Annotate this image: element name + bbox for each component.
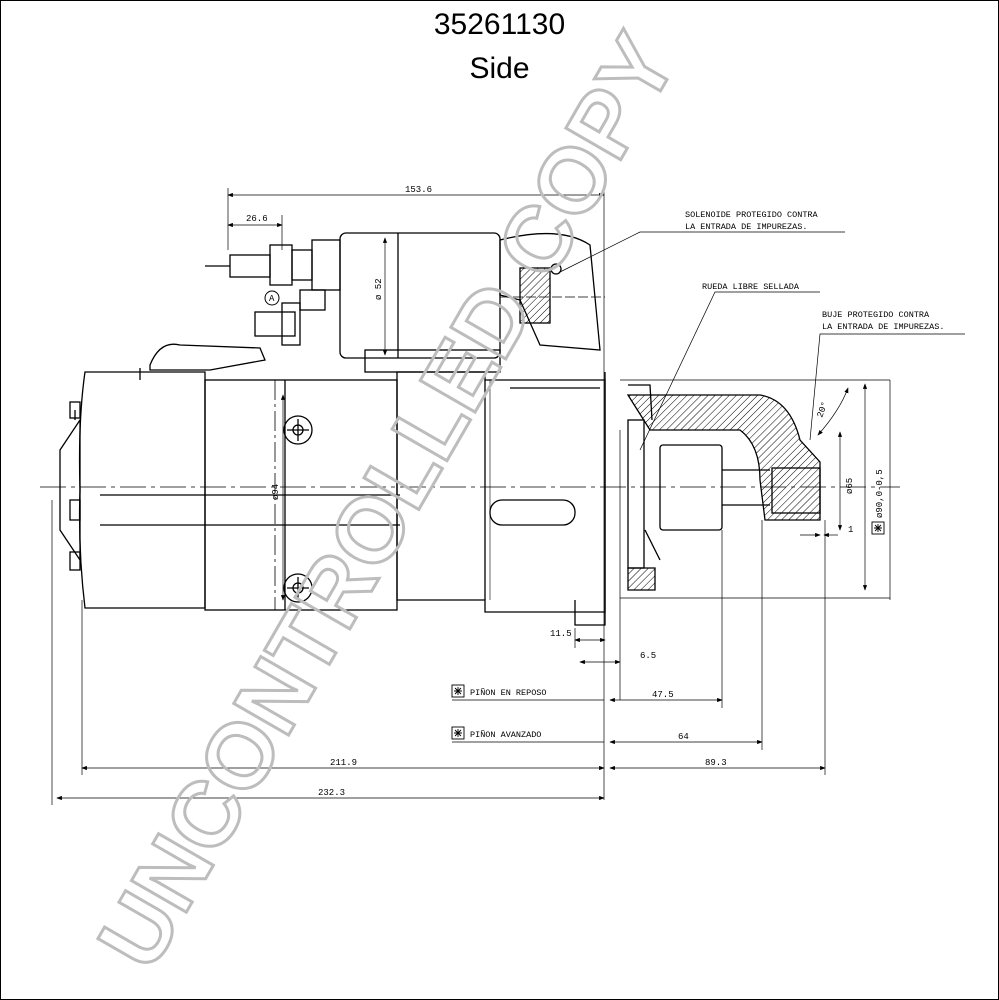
dim-angle: 20°	[815, 400, 830, 419]
dim-64: 64	[678, 732, 689, 742]
rear-cap	[78, 371, 206, 609]
dim-232-3: 232.3	[318, 788, 345, 798]
pinion-tip	[771, 467, 821, 514]
dim-dia-52: ø 52	[374, 278, 384, 300]
terminal-bottom	[254, 311, 296, 337]
rear-bolt-top	[69, 401, 81, 419]
pinion	[659, 444, 723, 531]
dim-47-5: 47.5	[652, 690, 674, 700]
dim-11-5: 11.5	[550, 629, 572, 639]
rear-end-piece	[59, 417, 81, 563]
note-buje-line2: LA ENTRADA DE IMPUREZAS.	[822, 322, 944, 332]
dim-1: 1	[848, 525, 853, 535]
screw-head-icon	[283, 415, 313, 445]
wire-loop	[149, 343, 266, 371]
dimension-lines	[51, 188, 965, 805]
part-number: 35261130	[433, 8, 566, 41]
starter-outline	[40, 232, 900, 626]
dim-dia-90: ø90,0-0,5	[875, 469, 885, 518]
solenoid-cap	[499, 232, 601, 351]
solenoid-seal	[519, 267, 551, 324]
rear-bolt-bottom	[69, 551, 81, 571]
asterisk-box-icon	[871, 521, 885, 535]
note-rueda: RUEDA LIBRE SELLADA	[702, 282, 800, 292]
nose-housing	[626, 394, 821, 521]
terminal-top	[229, 254, 271, 278]
marker-a-circle	[264, 290, 280, 306]
dim-6-5: 6.5	[640, 651, 656, 661]
note-solenoid-line2: LA ENTRADA DE IMPUREZAS.	[685, 222, 807, 232]
note-solenoid-line1: SOLENOIDE PROTEGIDO CONTRA	[685, 210, 819, 220]
note-buje-line1: BUJE PROTEGIDO CONTRA	[822, 310, 930, 320]
view-label: Side	[469, 52, 530, 85]
front-flange	[627, 419, 645, 569]
note-pinon-reposo: PIÑON EN REPOSO	[470, 687, 547, 698]
dim-153-6: 153.6	[405, 185, 432, 195]
dim-89-3: 89.3	[705, 758, 727, 768]
solenoid-base	[364, 349, 501, 373]
dim-26-6: 26.6	[246, 214, 268, 224]
marker-a: A	[269, 294, 275, 304]
asterisk-box-icon	[451, 726, 465, 740]
asterisk-box-icon	[451, 684, 465, 698]
rear-bolt-mid	[69, 499, 81, 521]
dim-dia-94: ø94	[271, 484, 281, 500]
drive-slot	[489, 499, 576, 526]
dim-dia-65: ø65	[845, 478, 855, 494]
dim-211-9: 211.9	[330, 758, 357, 768]
note-pinon-avanzado: PIÑON AVANZADO	[470, 729, 541, 740]
